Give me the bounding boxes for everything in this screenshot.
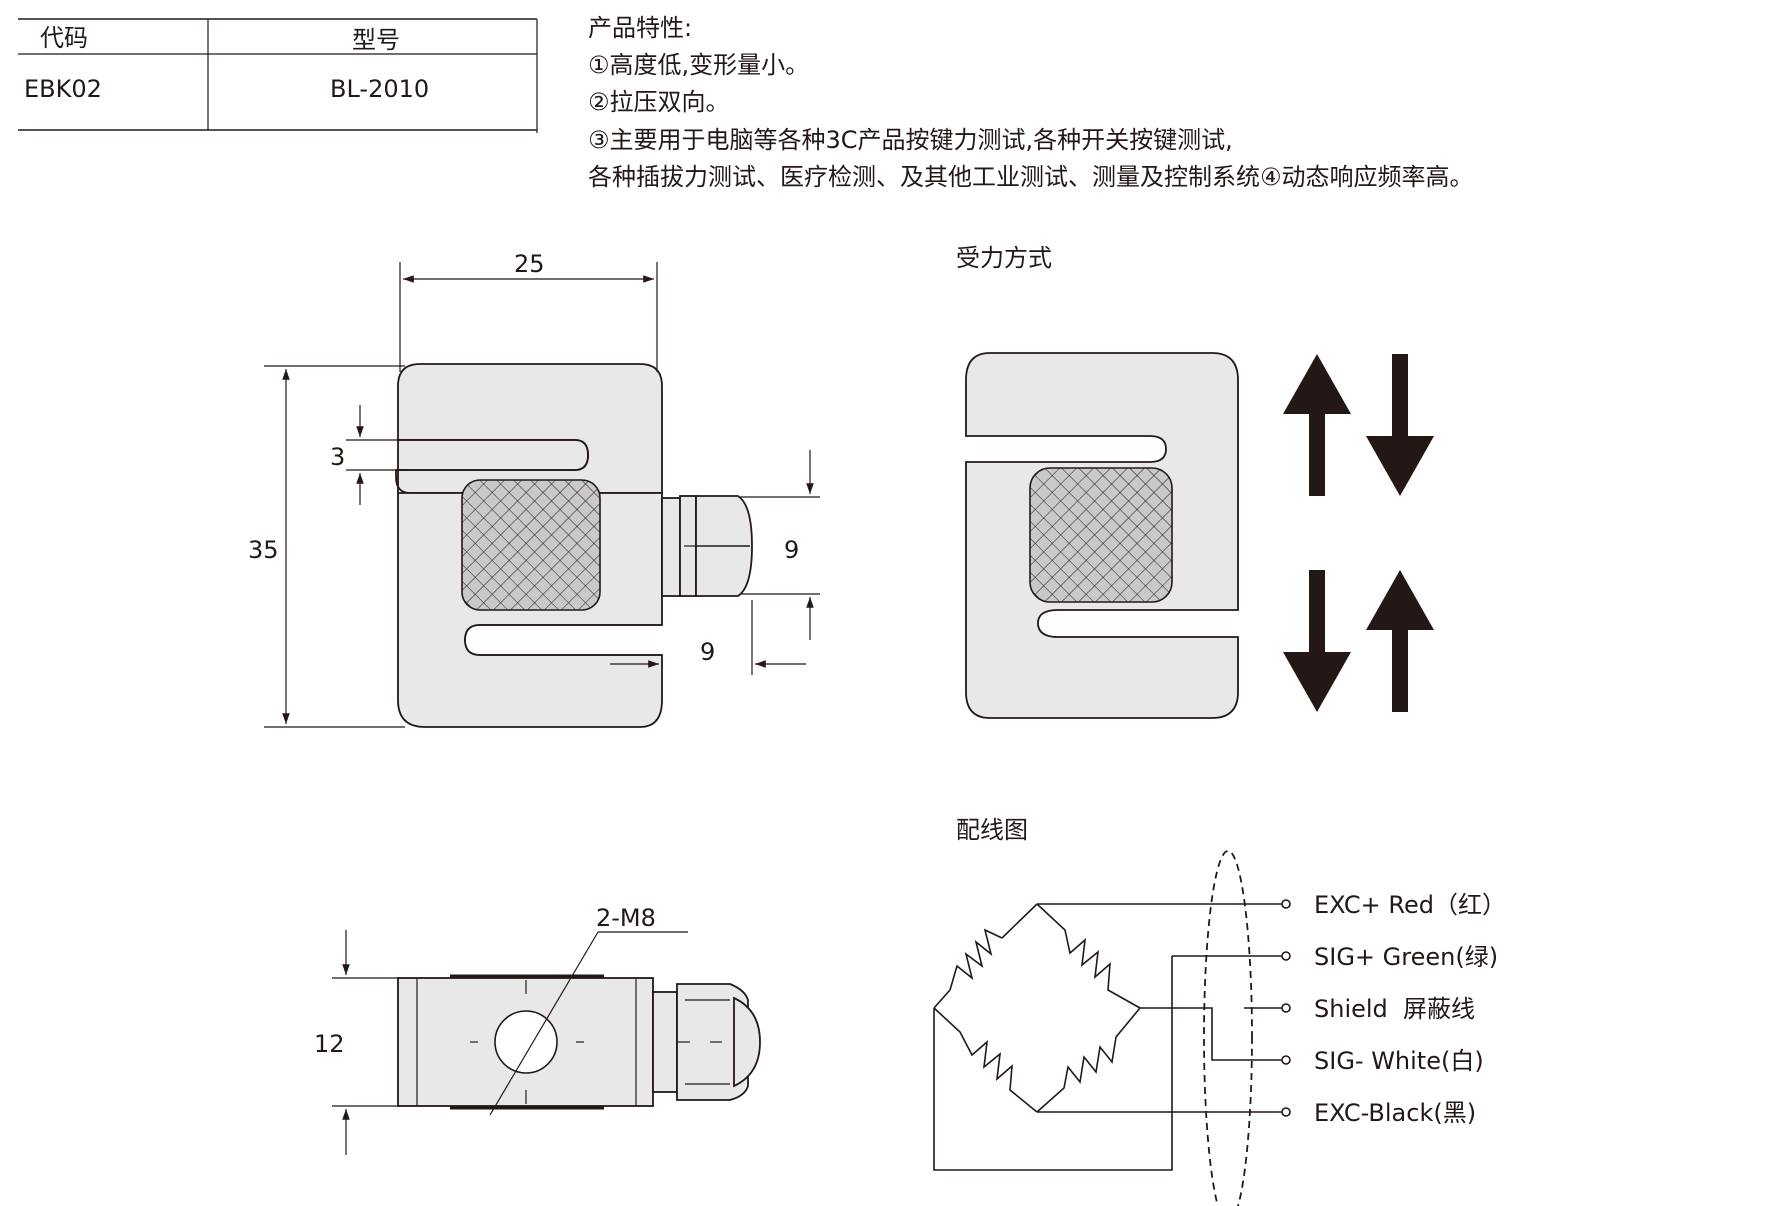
dim-connector-offset-label: 9 <box>700 638 715 666</box>
dim-height-label: 35 <box>248 536 279 564</box>
dim-slot-label: 3 <box>330 443 345 471</box>
thread-hole <box>494 1010 558 1074</box>
dim-thickness-label: 12 <box>314 1030 345 1058</box>
load-cell-body-front <box>395 363 663 494</box>
dim-thread-label: 2-M8 <box>596 904 656 932</box>
shield-ellipse <box>1203 850 1253 1206</box>
arrow-up-1-icon <box>1283 354 1351 496</box>
table-header-code: 代码 <box>40 24 88 52</box>
feature-line-1: ①高度低,变形量小。 <box>588 51 809 79</box>
feature-line-4: 各种插拔力测试、医疗检测、及其他工业测试、测量及控制系统④动态响应频率高。 <box>588 163 1474 191</box>
front-view-drawing: 25 35 3 9 9 <box>248 250 820 728</box>
connector-base <box>661 497 681 597</box>
wheatstone-bridge <box>933 903 1141 1113</box>
wire-label-sig-plus: SIG+ Green(绿) <box>1314 943 1498 971</box>
connector-side-base <box>652 991 678 1093</box>
table-cell-model: BL-2010 <box>330 75 429 103</box>
dim-connector-height-label: 9 <box>784 536 799 564</box>
feature-line-2: ②拉压双向。 <box>588 88 730 116</box>
strain-gauge-area <box>461 479 601 611</box>
features-title: 产品特性: <box>588 14 692 42</box>
feature-line-3: ③主要用于电脑等各种3C产品按键力测试,各种开关按键测试, <box>588 126 1233 154</box>
arrow-down-1-icon <box>1366 354 1434 496</box>
table-cell-code: EBK02 <box>24 75 102 103</box>
force-section-title: 受力方式 <box>956 244 1052 272</box>
wire-label-exc-minus: EXC-Black(黑) <box>1314 1099 1476 1127</box>
strain-gauge-area-force <box>1029 467 1173 603</box>
product-features: 产品特性: ①高度低,变形量小。 ②拉压双向。 ③主要用于电脑等各种3C产品按键… <box>588 14 1474 191</box>
connector-side-cap <box>733 996 761 1088</box>
wire-label-sig-minus: SIG- White(白) <box>1314 1047 1484 1075</box>
spec-table: 代码 型号 EBK02 BL-2010 <box>18 18 538 133</box>
force-direction-section: 受力方式 <box>956 244 1434 719</box>
arrow-down-2-icon <box>1283 570 1351 712</box>
dim-width-label: 25 <box>514 250 545 278</box>
arrow-up-2-icon <box>1366 570 1434 712</box>
wire-label-exc-plus: EXC+ Red（红） <box>1314 891 1506 919</box>
wire-label-shield: Shield 屏蔽线 <box>1314 995 1475 1023</box>
wiring-diagram-section: 配线图 EXC+ Red（红） SIG+ Green(绿) Shield <box>933 816 1506 1206</box>
table-header-model: 型号 <box>352 26 400 54</box>
side-view-drawing: 2-M8 12 <box>314 904 761 1155</box>
wiring-section-title: 配线图 <box>956 816 1028 844</box>
